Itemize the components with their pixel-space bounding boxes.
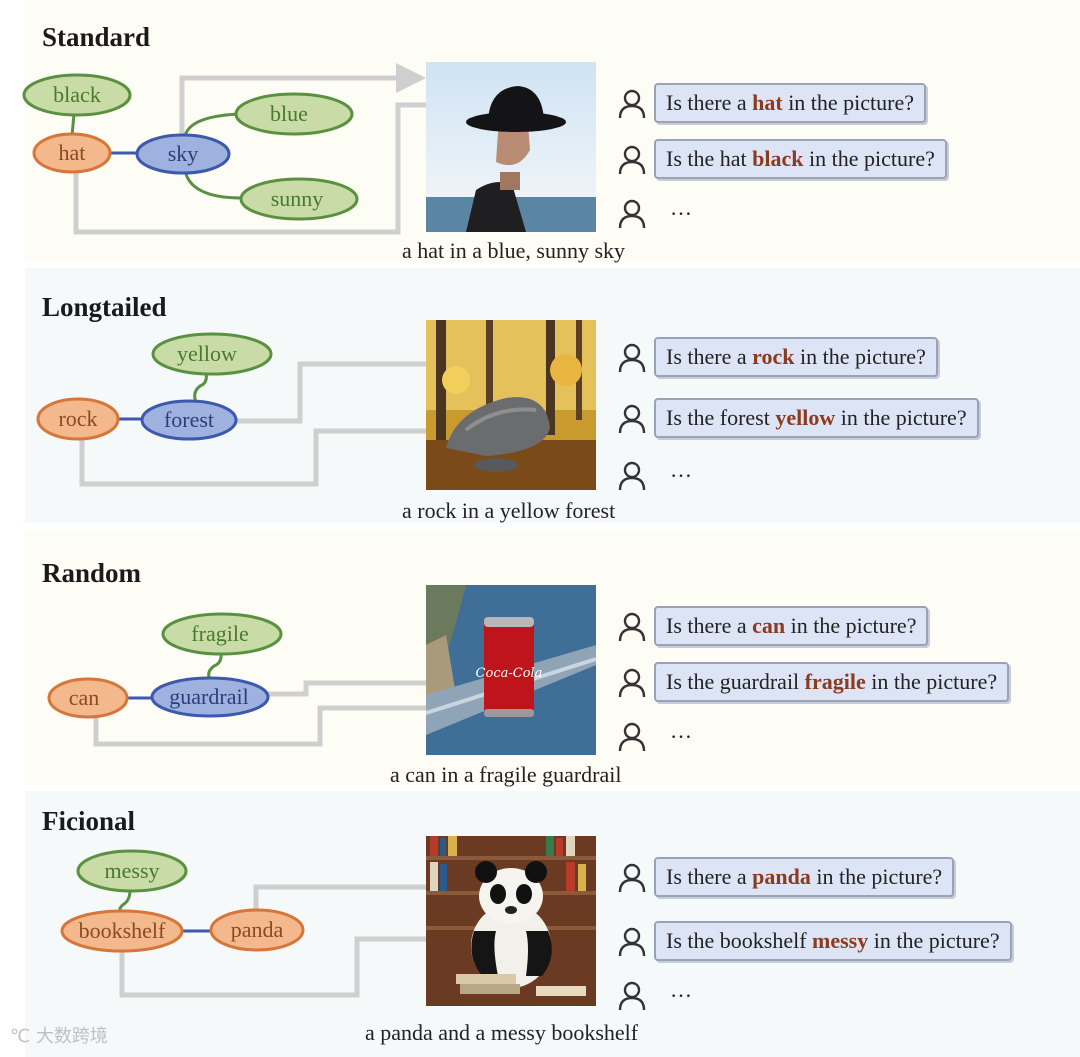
edge-yellow-forest (193, 372, 208, 403)
user-icon (618, 89, 646, 119)
user-icon (618, 612, 646, 642)
user-icon (618, 343, 646, 373)
ellipsis: … (670, 195, 692, 220)
node-guardrail (150, 676, 270, 718)
node-panda-label: panda (231, 917, 284, 942)
node-forest-label: forest (164, 407, 214, 432)
ellipsis: … (670, 718, 692, 743)
node-guardrail-label: guardrail (169, 684, 248, 709)
question-box: Is the guardrail fragile in the picture? (654, 662, 1010, 702)
section-title-standard: Standard (42, 22, 151, 52)
caption-random: a can in a fragile guardrail (390, 762, 622, 787)
ellipsis: … (670, 457, 692, 482)
svg-text:Coca-Cola: Coca-Cola (476, 666, 543, 681)
section-title-longtailed: Longtailed (42, 292, 167, 322)
arrow-rock-to-image (79, 416, 496, 487)
user-icon (618, 461, 646, 491)
image-can-guardrail: Coca-Cola (426, 585, 596, 755)
question-box: Is the forest yellow in the picture? (654, 398, 979, 438)
node-forest (140, 399, 238, 441)
node-panda (209, 908, 305, 952)
node-bookshelf (60, 909, 184, 953)
user-icon (618, 927, 646, 957)
image-panda-bookshelf (426, 836, 596, 1006)
question-box: Is the bookshelf messy in the picture? (654, 921, 1012, 961)
question-box: Is there a hat in the picture? (654, 83, 927, 123)
graph-standard: black hat sky blue sunny (22, 63, 488, 235)
watermark-logo-icon: ℃ (10, 1026, 36, 1047)
node-black (22, 73, 132, 117)
edge-fragile-guardrail (207, 652, 223, 681)
image-rock-forest (426, 320, 596, 490)
caption-longtailed: a rock in a yellow forest (402, 498, 616, 523)
node-can (47, 677, 129, 719)
question-box: Is there a rock in the picture? (654, 337, 938, 377)
question-box: Is the hat black in the picture? (654, 139, 947, 179)
node-fragile (161, 612, 283, 656)
caption-standard: a hat in a blue, sunny sky (402, 238, 626, 263)
node-blue (234, 92, 354, 136)
node-hat (32, 132, 112, 174)
user-icon (618, 668, 646, 698)
watermark: ℃ 大数跨境 (10, 1026, 108, 1047)
node-sunny-label: sunny (271, 186, 324, 211)
arrow-sky-to-image (179, 63, 426, 140)
user-icon (618, 981, 646, 1011)
edge-sky-blue (183, 112, 241, 137)
edge-sky-sunny (183, 169, 243, 200)
arrow-forest-to-image (236, 349, 486, 424)
question-box: Is there a panda in the picture? (654, 857, 955, 897)
node-blue-label: blue (270, 101, 308, 126)
graph-random: fragile can guardrail (47, 612, 498, 747)
node-sky-label: sky (168, 141, 199, 166)
node-black-label: black (53, 82, 101, 107)
image-hat-sky (426, 62, 596, 232)
node-messy-label: messy (105, 858, 160, 883)
arrow-guardrail-to-image (268, 668, 458, 698)
node-sky (135, 133, 231, 175)
question-box: Is there a can in the picture? (654, 606, 929, 646)
section-title-random: Random (42, 558, 142, 588)
edge-black-hat (70, 113, 76, 137)
node-sunny (239, 177, 359, 221)
ellipsis: … (670, 977, 692, 1002)
node-rock-label: rock (58, 406, 97, 431)
arrow-can-to-image (93, 693, 498, 747)
user-icon (618, 722, 646, 752)
caption-ficional: a panda and a messy bookshelf (365, 1020, 639, 1045)
arrow-panda-to-image (253, 872, 486, 912)
graph-longtailed: yellow rock forest (36, 332, 496, 487)
graph-ficional: messy bookshelf panda (60, 849, 486, 998)
node-bookshelf-label: bookshelf (79, 918, 166, 943)
user-icon (618, 404, 646, 434)
arrow-bookshelf-to-image (119, 924, 461, 998)
node-hat-label: hat (59, 140, 86, 165)
node-can-label: can (69, 685, 100, 710)
node-fragile-label: fragile (191, 621, 248, 646)
section-title-ficional: Ficional (42, 806, 135, 836)
node-yellow (151, 332, 273, 376)
node-messy (76, 849, 188, 893)
user-icon (618, 145, 646, 175)
node-yellow-label: yellow (177, 341, 237, 366)
user-icon (618, 199, 646, 229)
user-icon (618, 863, 646, 893)
node-rock (36, 397, 120, 441)
